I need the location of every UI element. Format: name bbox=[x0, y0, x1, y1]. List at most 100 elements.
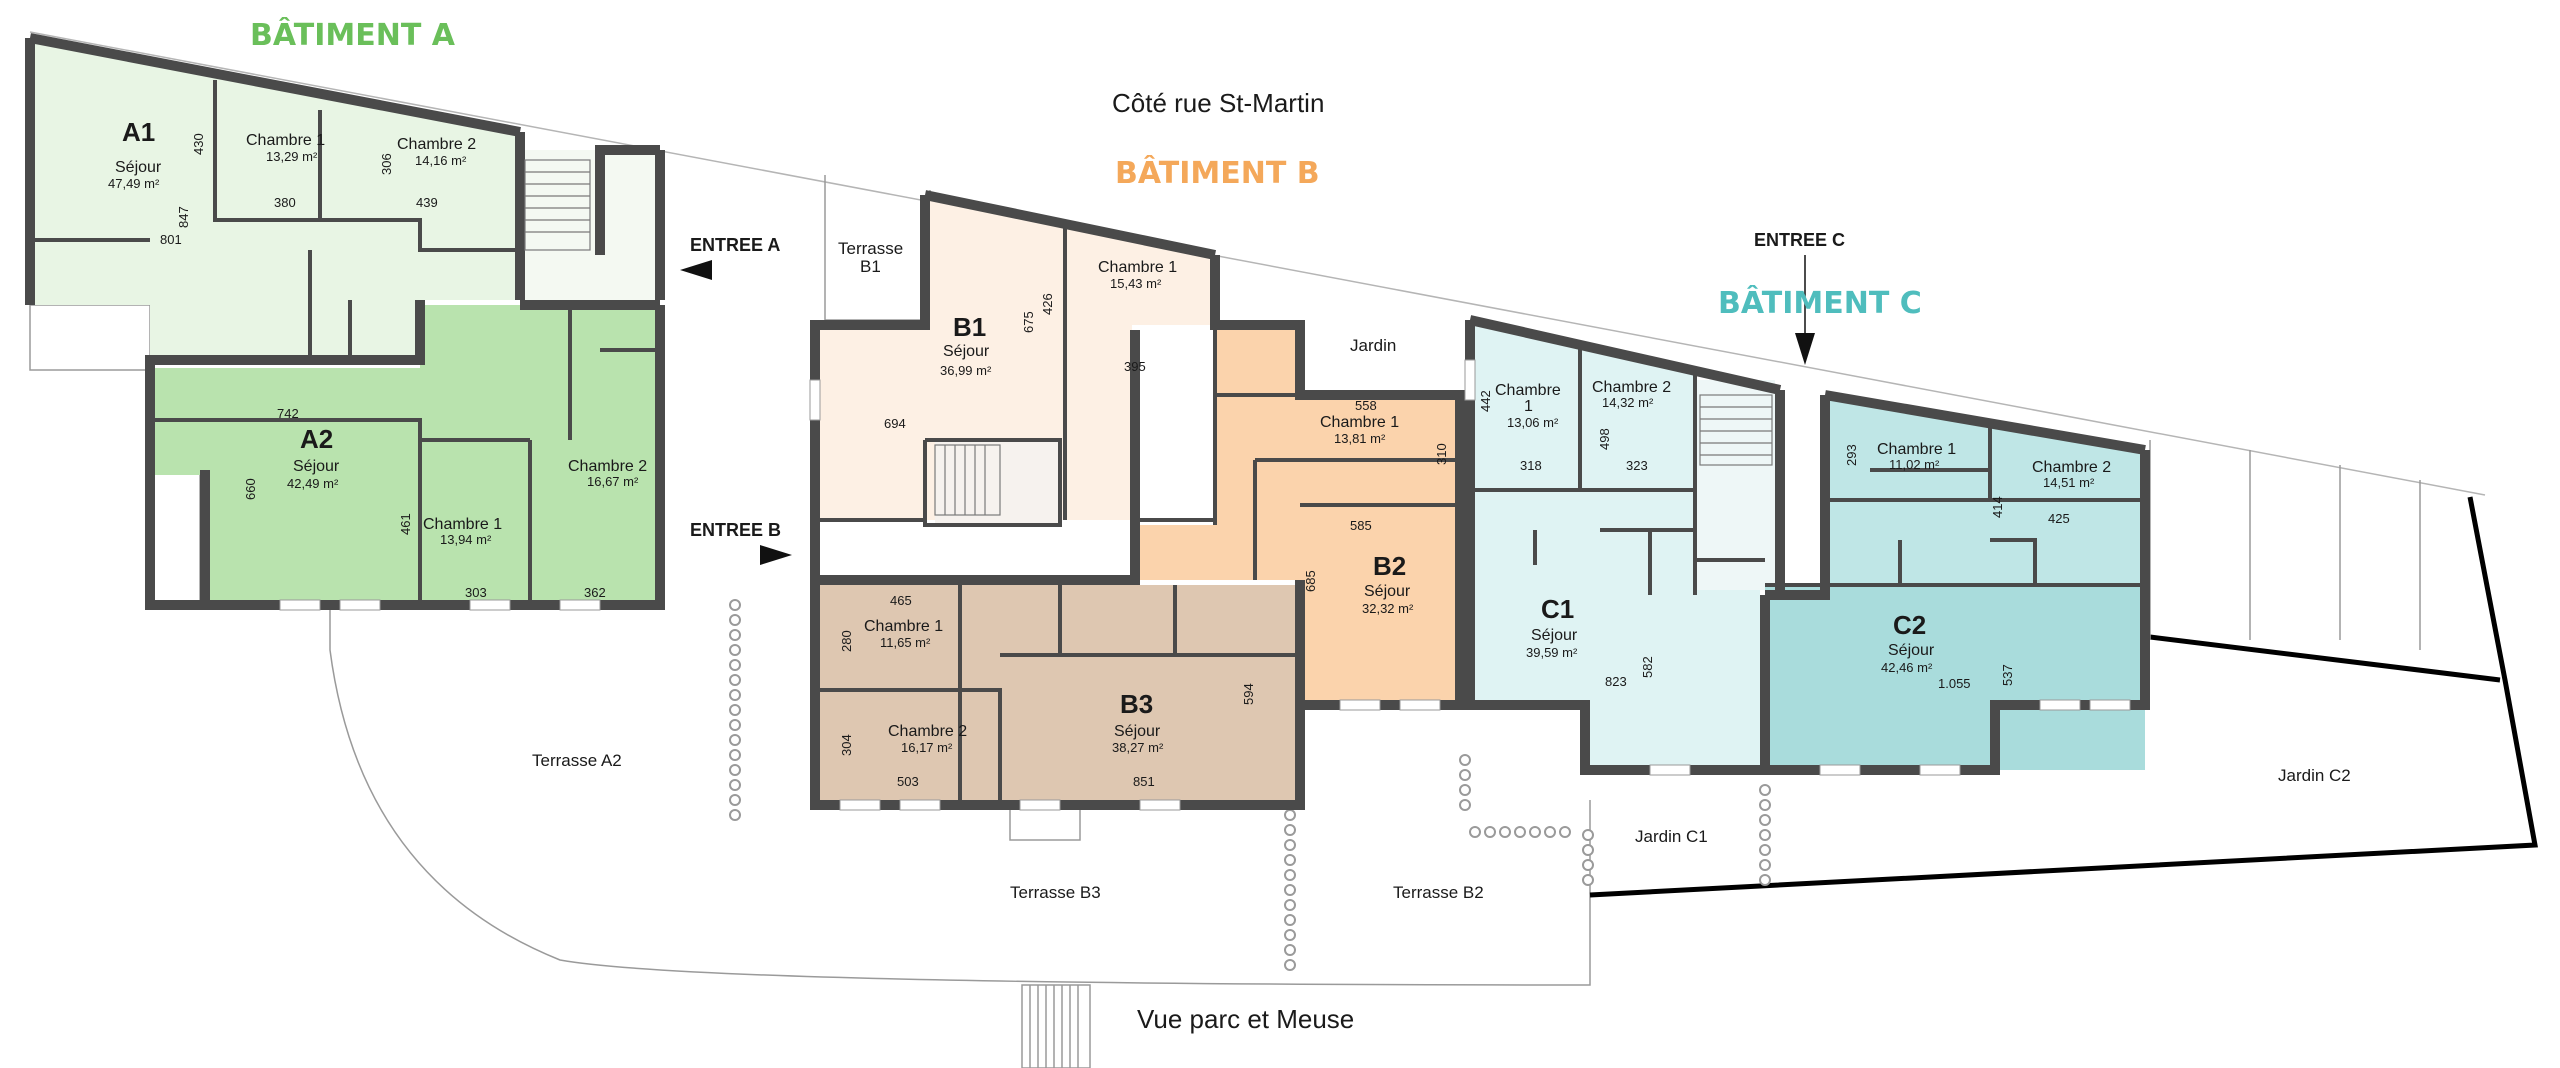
b2-name: B2 bbox=[1373, 551, 1406, 581]
building-a-title: BÂTIMENT A bbox=[250, 17, 456, 53]
jardin-c-plots bbox=[2149, 440, 2421, 650]
jardin-c1-label: Jardin C1 bbox=[1635, 827, 1708, 846]
c2-dim-425: 425 bbox=[2048, 511, 2070, 526]
unit-a2-fill bbox=[155, 305, 660, 605]
terrasse-outline bbox=[329, 610, 1591, 986]
b3-dim-851: 851 bbox=[1133, 774, 1155, 789]
c2-dim-537: 537 bbox=[2000, 664, 2015, 686]
c1-sejour-label: Séjour bbox=[1531, 627, 1578, 644]
b-circulation-fill bbox=[935, 440, 1060, 525]
b3-chambre1-label: Chambre 1 bbox=[864, 618, 943, 635]
b1-name: B1 bbox=[953, 312, 986, 342]
entree-a-arrow-icon bbox=[680, 260, 712, 280]
entree-a-label: ENTREE A bbox=[690, 235, 780, 255]
a1-dim-801: 801 bbox=[160, 232, 182, 247]
entree-b-label: ENTREE B bbox=[690, 520, 781, 540]
c1-chambre2-area: 14,32 m² bbox=[1602, 395, 1654, 410]
c1-chambre1-area: 13,06 m² bbox=[1507, 415, 1559, 430]
c1-sejour-area: 39,59 m² bbox=[1526, 645, 1578, 660]
a1-dim-380: 380 bbox=[274, 195, 296, 210]
b1-dim-675: 675 bbox=[1021, 311, 1036, 333]
c1-dim-318: 318 bbox=[1520, 458, 1542, 473]
b3-sejour-area: 38,27 m² bbox=[1112, 740, 1164, 755]
unit-b3-fill bbox=[815, 585, 1300, 805]
b2-sejour-label: Séjour bbox=[1364, 583, 1411, 600]
c2-chambre1-area: 11,02 m² bbox=[1889, 457, 1940, 472]
balcony-a2 bbox=[149, 469, 201, 606]
street-north-label: Côté rue St-Martin bbox=[1112, 88, 1324, 118]
c1-dim-498: 498 bbox=[1597, 428, 1612, 450]
b3-name: B3 bbox=[1120, 689, 1153, 719]
building-c-inner-walls bbox=[1470, 345, 2145, 595]
b1-dim-426: 426 bbox=[1040, 293, 1055, 315]
a1-chambre2-label: Chambre 2 bbox=[397, 136, 476, 153]
a1-sejour-label: Séjour bbox=[115, 159, 162, 176]
b1-dim-694: 694 bbox=[884, 416, 906, 431]
b2-dim-585: 585 bbox=[1350, 518, 1372, 533]
c-circulation-fill bbox=[1695, 380, 1775, 590]
c2-dim-293: 293 bbox=[1844, 444, 1859, 466]
stepping-stones bbox=[729, 599, 1771, 971]
c2-dim-414: 414 bbox=[1990, 496, 2005, 518]
a2-name: A2 bbox=[300, 424, 333, 454]
b3-dim-304: 304 bbox=[839, 734, 854, 756]
building-c-title: BÂTIMENT C bbox=[1718, 285, 1922, 321]
a1-name: A1 bbox=[122, 117, 155, 147]
b3-dim-465: 465 bbox=[890, 593, 912, 608]
building-b-inner-walls bbox=[815, 220, 1460, 805]
a2-sejour-label: Séjour bbox=[293, 458, 340, 475]
b1-chambre1-label: Chambre 1 bbox=[1098, 259, 1177, 276]
unit-c1-fill bbox=[1470, 325, 1760, 770]
c2-dim-1055: 1.055 bbox=[1938, 676, 1971, 691]
entree-b-arrow-icon bbox=[760, 545, 792, 565]
a2-chambre1-label: Chambre 1 bbox=[423, 516, 502, 533]
a2-dim-362: 362 bbox=[584, 585, 606, 600]
a2-sejour-area: 42,49 m² bbox=[287, 476, 339, 491]
c1-dim-823: 823 bbox=[1605, 674, 1627, 689]
a1-chambre2-area: 14,16 m² bbox=[415, 153, 467, 168]
b1-sejour-label: Séjour bbox=[943, 343, 990, 360]
staircase-south bbox=[1021, 984, 1091, 1068]
a1-dim-847: 847 bbox=[176, 206, 191, 228]
a1-chambre1-label: Chambre 1 bbox=[246, 132, 325, 149]
c1-dim-582: 582 bbox=[1640, 656, 1655, 678]
terrasse-b1-label-1: Terrasse bbox=[838, 239, 903, 258]
b2-dim-685: 685 bbox=[1303, 570, 1318, 592]
b1-dim-395: 395 bbox=[1124, 359, 1146, 374]
entree-c-arrow-icon bbox=[1795, 333, 1815, 365]
jardin-c2-boundary bbox=[1589, 496, 2538, 898]
building-a-walls bbox=[25, 33, 665, 610]
b1-chambre1-area: 15,43 m² bbox=[1110, 276, 1162, 291]
jardin-label: Jardin bbox=[1350, 336, 1396, 355]
stair-steps-south bbox=[1029, 985, 1079, 1068]
staircases bbox=[524, 159, 1773, 516]
building-a-inner-walls bbox=[30, 80, 660, 605]
unit-a1-fill bbox=[30, 38, 520, 360]
b1-sejour-area: 36,99 m² bbox=[940, 363, 992, 378]
a2-dim-742: 742 bbox=[277, 406, 299, 421]
terrasse-b3-label: Terrasse B3 bbox=[1010, 883, 1101, 902]
jardin-c2-label: Jardin C2 bbox=[2278, 766, 2351, 785]
a2-chambre2-label: Chambre 2 bbox=[568, 458, 647, 475]
c1-chambre1-label-1: Chambre bbox=[1495, 382, 1561, 399]
jardin-c2-inner-line bbox=[2149, 634, 2501, 683]
a1-dim-430: 430 bbox=[191, 133, 206, 155]
a2-dim-303: 303 bbox=[465, 585, 487, 600]
c2-name: C2 bbox=[1893, 610, 1926, 640]
c1-chambre1-label-2: 1 bbox=[1524, 398, 1533, 415]
a2-chambre1-area: 13,94 m² bbox=[440, 532, 492, 547]
c1-name: C1 bbox=[1541, 594, 1574, 624]
a1-sejour-area: 47,49 m² bbox=[108, 176, 160, 191]
terrasse-a2-label: Terrasse A2 bbox=[532, 751, 622, 770]
windows bbox=[279, 359, 2131, 811]
balcony-a1 bbox=[29, 304, 151, 371]
c2-chambre1-label: Chambre 1 bbox=[1877, 441, 1956, 458]
a1-dim-306: 306 bbox=[379, 153, 394, 175]
c2-chambre2-label: Chambre 2 bbox=[2032, 459, 2111, 476]
c2-sejour-area: 42,46 m² bbox=[1881, 660, 1933, 675]
entree-c-label: ENTREE C bbox=[1754, 230, 1845, 250]
c1-chambre2-label: Chambre 2 bbox=[1592, 379, 1671, 396]
terrasse-b1-label-2: B1 bbox=[860, 257, 881, 276]
b2-chambre1-label: Chambre 1 bbox=[1320, 414, 1399, 431]
